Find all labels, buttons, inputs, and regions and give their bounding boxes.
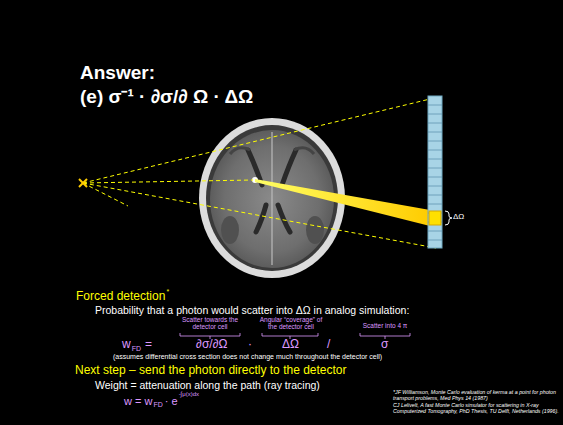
detector-cell-line [428,132,442,133]
reference: CJ Lelivelt, A fast Monte Carlo simulato… [393,402,561,414]
detector-array [428,96,442,248]
detector-cell-line [428,114,442,115]
detector-cell-line [428,141,442,142]
formula-symbol: w = w [124,395,152,408]
detector-cell-line [428,105,442,106]
detector-cell-line [428,195,442,196]
scatter-beam [255,179,430,226]
detector-cell-line [428,240,442,241]
formula-subscript: FD [132,345,141,353]
detector-cell-line [428,231,442,232]
term-note: Scatter towards the detector cell [175,316,245,331]
formula-symbol: · e [165,395,178,408]
detector-cell-line [428,168,442,169]
detector-cell-line [428,186,442,187]
formula-symbol: = [145,338,152,352]
detector-cell-line [428,204,442,205]
formula-symbol: / [327,338,330,352]
detector-cell-line [428,150,442,151]
formula-symbol: w [122,338,131,352]
body-text: Probability that a photon would scatter … [95,304,409,316]
section-heading: Next step – send the photon directly to … [75,364,347,378]
formula-subscript: FD [153,401,162,409]
section-heading: Forced detection [76,290,165,304]
detector-cell-line [428,177,442,178]
formula-symbol: · [248,338,252,352]
formula-term: ∂σ/∂Ω [196,338,228,352]
term-note: Angular “coverage” of the detector cell [255,316,327,331]
answer-formula: (e) σ⁻¹ · ∂σ/∂ Ω · ΔΩ [80,86,253,108]
slide-title: Answer: [80,62,155,84]
formula-exponent: -∫μ(x)dx [179,391,199,398]
reference: *JF Williamson, Monte Carlo evaluation o… [393,389,561,401]
cell-bracket [445,211,452,225]
detector-cell-line [428,159,442,160]
note-text: (assumes differential cross section does… [113,353,382,361]
ray-lines [83,99,436,248]
formula-term: ΔΩ [282,338,299,352]
formula-term: σ [381,338,388,352]
body-text: Weight = attenuation along the path (ray… [95,379,320,391]
detector-cell-line [428,123,442,124]
term-note: Scatter into 4 π [355,322,415,329]
footnote-mark: * [166,288,169,296]
cell-label: ΔΩ [453,212,464,221]
source-marker [79,179,87,187]
